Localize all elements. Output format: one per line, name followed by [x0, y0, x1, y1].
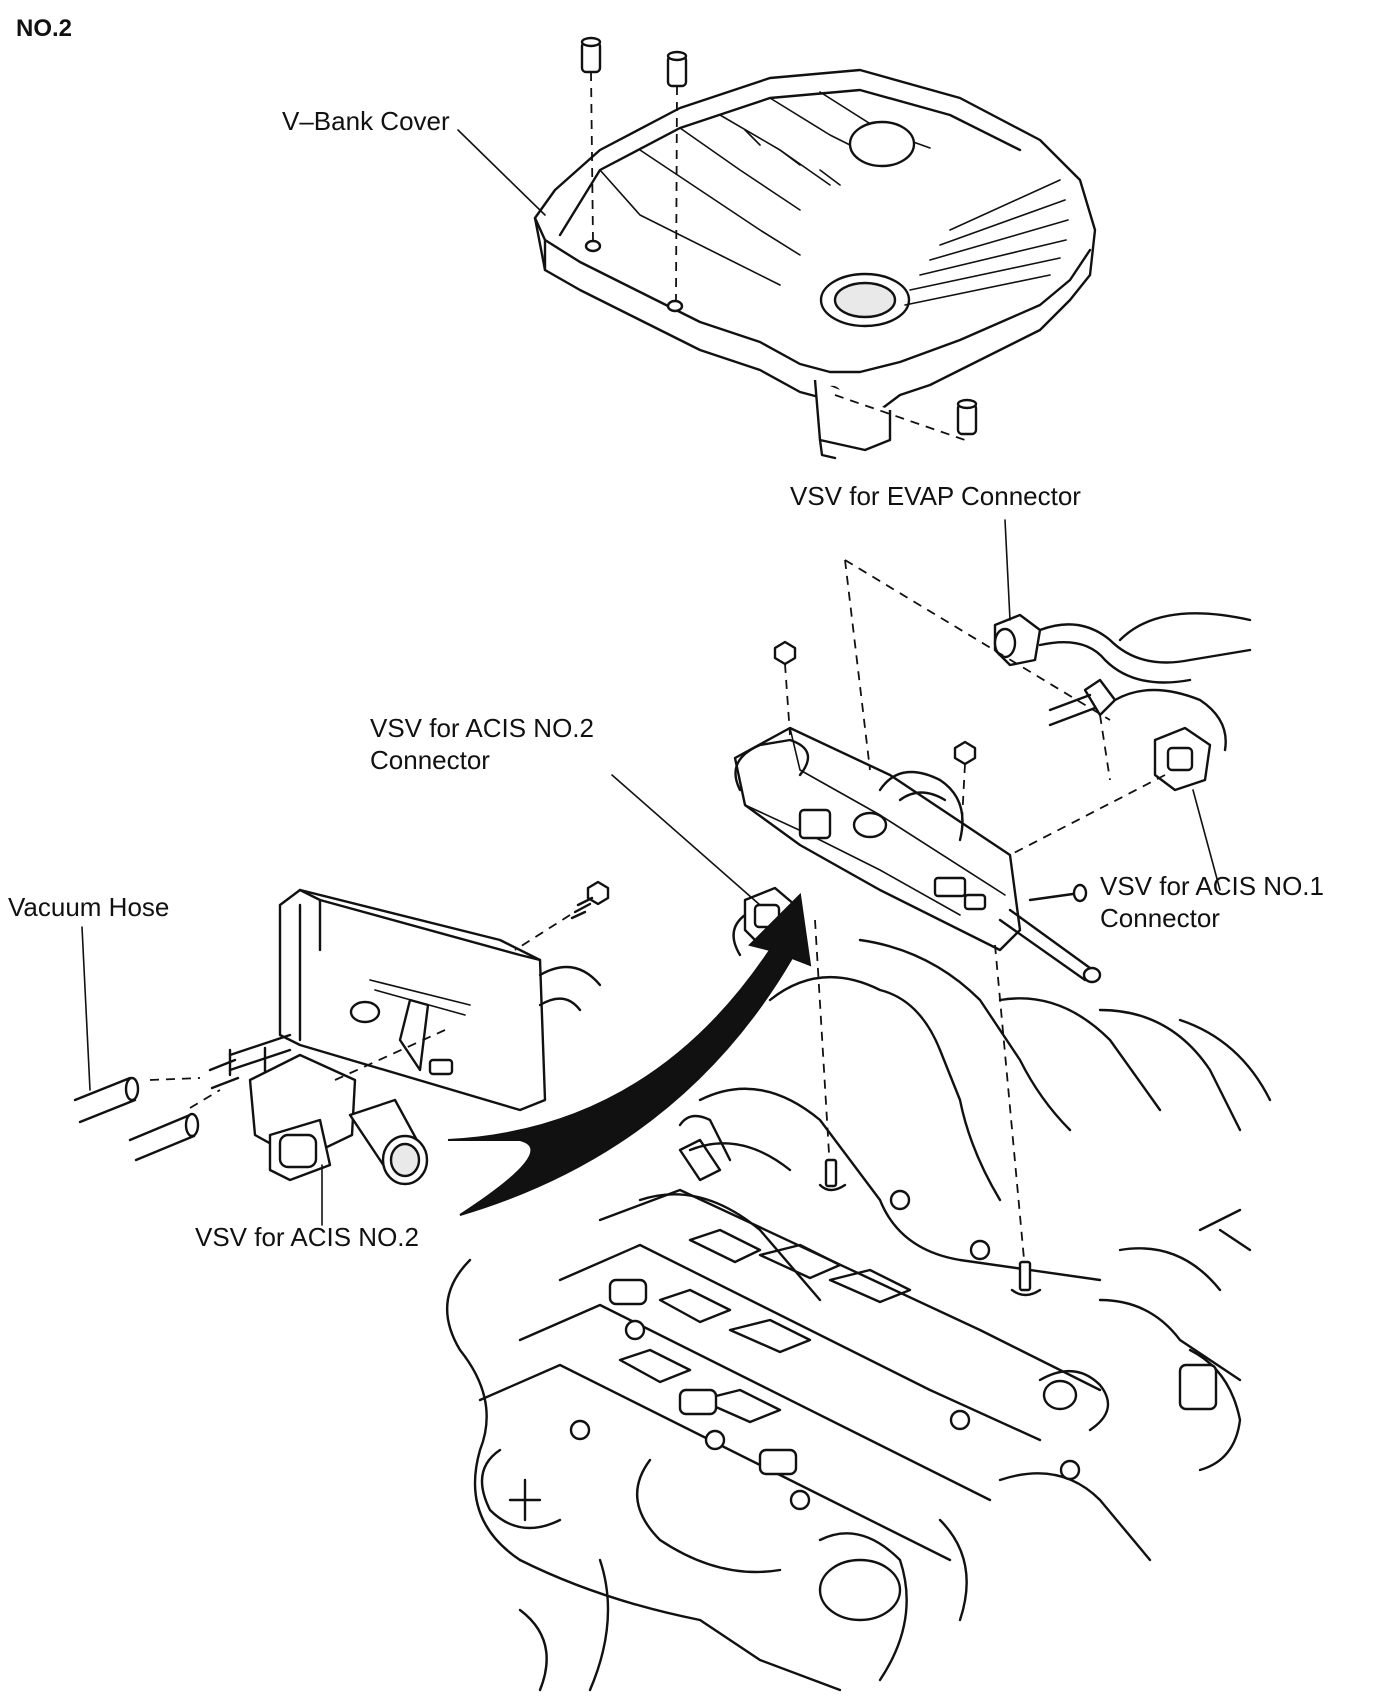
label-vacuum-hose: Vacuum Hose: [8, 892, 170, 922]
leader-vacuum-hose: [81, 926, 91, 1091]
grommets: [580, 36, 978, 441]
engine-intake-manifold: [445, 938, 1272, 1692]
grommet-3: [956, 398, 978, 436]
bracket-nuts: [773, 640, 977, 821]
label-vsv-acis2-connector-line1: VSV for ACIS NO.2: [370, 713, 594, 743]
bracket-bolt: [514, 880, 610, 951]
leader-v-bank-cover: [457, 129, 546, 216]
vsv-acis2-bracket: [278, 888, 602, 1112]
engine-studs: [818, 1158, 1042, 1297]
evap-connector: [993, 612, 1252, 684]
vsv-acis2-body: [208, 1029, 446, 1186]
label-vsv-evap-connector: VSV for EVAP Connector: [790, 481, 1081, 511]
vsv-bracket-assembly: [733, 726, 1102, 984]
harness-clip: [1048, 678, 1227, 752]
label-vsv-acis1-connector-line2: Connector: [1100, 903, 1220, 933]
acis1-connector: [1153, 726, 1212, 792]
v-bank-cover: [533, 68, 1097, 460]
label-vsv-acis2-connector-line2: Connector: [370, 745, 490, 775]
installation-arrow: [447, 892, 812, 1216]
leader-vsv-acis1-connector: [1192, 789, 1221, 891]
label-v-bank-cover: V–Bank Cover: [282, 106, 450, 136]
label-vsv-acis1-connector-line1: VSV for ACIS NO.1: [1100, 871, 1324, 901]
grommet-1: [580, 36, 602, 74]
figure-number: NO.2: [16, 15, 73, 42]
leader-vsv-acis2-connector: [611, 774, 761, 906]
leader-vsv-evap: [1004, 519, 1011, 621]
grommet-2: [666, 50, 688, 88]
label-vsv-acis2: VSV for ACIS NO.2: [195, 1222, 419, 1252]
vacuum-hoses: [73, 1076, 221, 1162]
